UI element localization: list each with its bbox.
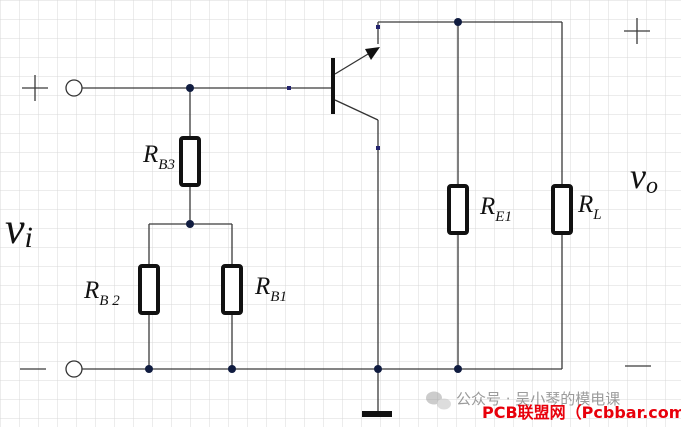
watermark-site: PCB联盟网（Pcbbar.com）	[482, 403, 681, 422]
resistor-rb1	[221, 264, 243, 315]
label-rb3: RB3	[142, 141, 175, 173]
watermark-channel: 公众号 · 吴小琴的模电课	[456, 390, 620, 408]
label-vi: vi	[5, 204, 33, 254]
transistor	[331, 47, 380, 121]
label-rb2: RB 2	[83, 277, 120, 309]
label-rb1: RB1	[254, 273, 287, 305]
label-re1: RE1	[479, 193, 512, 225]
label-vo: vo	[630, 156, 658, 199]
resistor-re1	[447, 184, 469, 235]
output-plus-sign	[624, 18, 650, 44]
resistor-rl	[551, 184, 573, 235]
label-rl: RL	[577, 191, 602, 223]
connection-ticks	[287, 25, 380, 150]
resistor-rb2	[138, 264, 160, 315]
wechat-icon	[426, 391, 451, 410]
ground-symbol	[362, 411, 392, 417]
junction-dots	[145, 18, 462, 373]
input-terminal-top	[65, 79, 83, 97]
resistor-rb3	[179, 136, 201, 187]
input-plus-sign	[22, 75, 48, 101]
input-terminal-bottom	[65, 360, 83, 378]
